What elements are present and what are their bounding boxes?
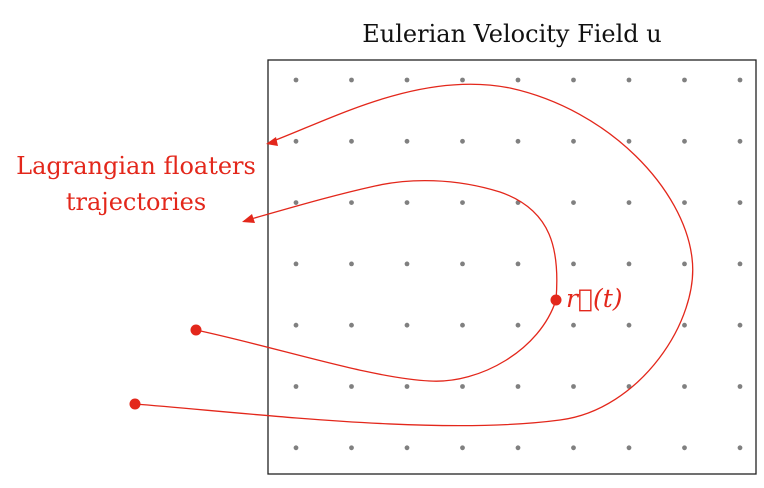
grid-dot: [349, 261, 354, 267]
grid-dot: [626, 445, 632, 451]
grid-dot: [682, 261, 687, 267]
diagram-title: Eulerian Velocity Field u: [362, 20, 662, 48]
grid-dot: [293, 77, 299, 83]
grid-dot: [626, 77, 632, 83]
grid-dot: [349, 77, 354, 83]
grid-dot: [515, 77, 521, 83]
grid-dot: [737, 384, 743, 389]
grid-dot: [460, 322, 465, 328]
grid-dot: [515, 445, 521, 451]
grid-dot: [626, 138, 632, 144]
grid-dot: [404, 445, 410, 451]
grid-dot: [571, 200, 576, 206]
grid-dot: [349, 200, 354, 206]
grid-dot: [737, 322, 743, 328]
grid-dot: [349, 322, 354, 328]
grid-dot: [737, 261, 743, 267]
grid-dot: [626, 322, 632, 328]
grid-dot: [515, 384, 521, 389]
grid-dot: [515, 138, 521, 144]
grid-dot: [404, 200, 410, 206]
grid-dot: [682, 445, 687, 451]
grid-dot: [460, 200, 465, 206]
floaters-label: Lagrangian floaters trajectories: [0, 148, 272, 220]
grid-dot: [571, 77, 576, 83]
grid-dot: [460, 445, 465, 451]
grid-dot: [682, 322, 687, 328]
grid-dot: [626, 200, 632, 206]
grid-dot: [293, 322, 299, 328]
grid-dot: [460, 138, 465, 144]
grid-dot: [293, 261, 299, 267]
grid-dots: [293, 77, 743, 451]
grid-dot: [293, 138, 299, 144]
inner-start-point: [190, 324, 202, 336]
grid-dot: [404, 322, 410, 328]
floaters-label-line1: Lagrangian floaters: [16, 152, 256, 180]
floaters-label-line2: trajectories: [65, 188, 207, 216]
grid-dot: [682, 138, 687, 144]
grid-dot: [460, 77, 465, 83]
grid-dot: [404, 261, 410, 267]
grid-dot: [682, 384, 687, 389]
grid-dot: [404, 77, 410, 83]
grid-dot: [737, 445, 743, 451]
grid-dot: [737, 77, 743, 83]
grid-dot: [571, 384, 576, 389]
grid-dot: [682, 200, 687, 206]
position-vector-label: r⃗(t): [566, 284, 623, 313]
grid-dot: [460, 384, 465, 389]
velocity-field-frame: [267, 59, 757, 475]
grid-dot: [404, 138, 410, 144]
grid-dot: [571, 261, 576, 267]
grid-dot: [293, 445, 299, 451]
grid-dot: [626, 261, 632, 267]
grid-dot: [515, 322, 521, 328]
grid-dot: [349, 384, 354, 389]
grid-dot: [737, 200, 743, 206]
inner-arrowhead: [242, 214, 255, 223]
grid-dot: [737, 138, 743, 144]
inner-trajectory-tail: [195, 299, 557, 382]
grid-dot: [571, 445, 576, 451]
grid-dot: [571, 322, 576, 328]
inner-trajectory: [243, 179, 558, 301]
floater-position-point: [550, 294, 562, 306]
outer-arrowhead: [266, 137, 278, 146]
outer-start-point: [129, 398, 141, 410]
grid-dot: [682, 77, 687, 83]
grid-dot: [349, 445, 354, 451]
grid-dot: [404, 384, 410, 389]
grid-dot: [515, 261, 521, 267]
grid-dot: [460, 261, 465, 267]
grid-dot: [293, 200, 299, 206]
grid-dot: [571, 138, 576, 144]
grid-dot: [293, 384, 299, 389]
outer-trajectory: [134, 83, 694, 427]
grid-dot: [349, 138, 354, 144]
